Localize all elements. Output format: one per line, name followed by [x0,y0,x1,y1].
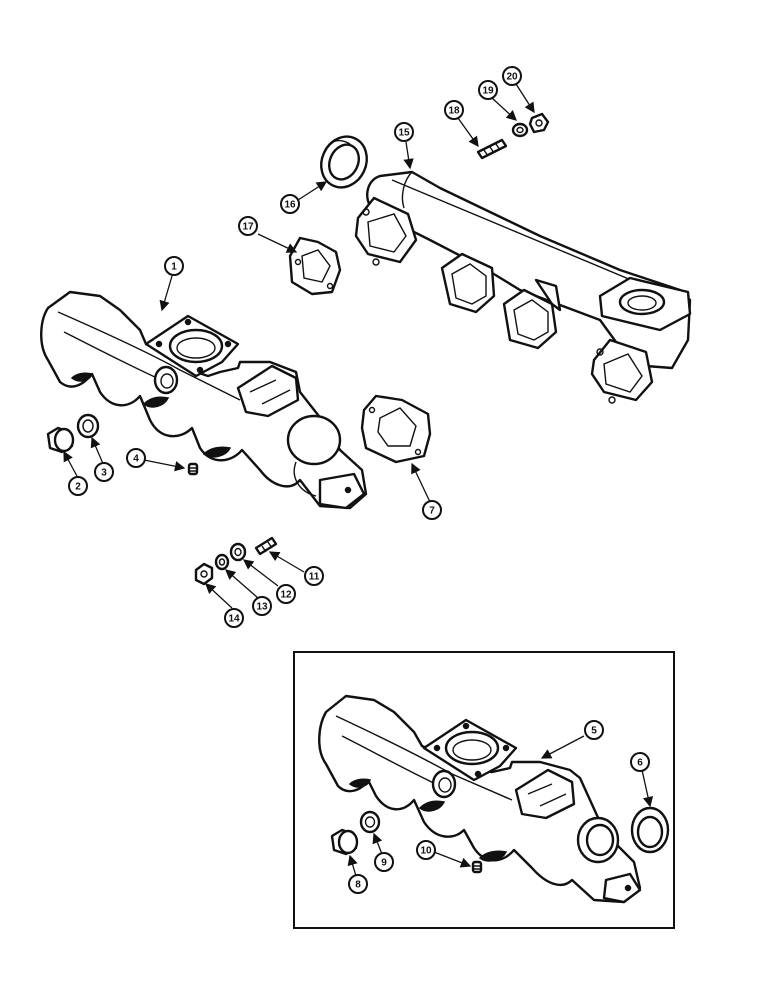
nut-14 [194,562,214,586]
callout-label: 5 [591,726,597,737]
stud-18 [476,138,508,160]
callout-label: 16 [284,200,296,211]
callout-6: 6 [630,752,650,772]
lock-washer-13 [214,553,230,571]
washer-12 [229,542,247,562]
callout-18: 18 [444,100,464,120]
callout-label: 10 [420,846,432,857]
gasket-7 [360,394,432,464]
callout-8: 8 [348,874,368,894]
callout-label: 15 [398,128,410,139]
washer-9 [359,810,381,834]
callout-3: 3 [94,462,114,482]
callout-1: 1 [164,256,184,276]
callout-16: 16 [280,194,300,214]
callout-14: 14 [224,608,244,628]
leader-lines [63,83,654,877]
callout-label: 6 [637,758,643,769]
callout-label: 14 [228,614,240,625]
washer-3 [76,413,100,439]
callout-label: 20 [506,72,518,83]
callout-17: 17 [238,216,258,236]
seal-ring-6 [630,806,670,854]
callout-label: 19 [482,86,494,97]
callout-label: 2 [75,482,81,493]
callout-label: 11 [309,572,320,583]
callout-11: 11 [304,566,324,586]
inset-frame [293,651,675,929]
pipe-plug-10 [471,860,483,874]
plug-2 [46,426,75,454]
callout-19: 19 [478,80,498,100]
seal-ring-16 [320,135,368,189]
plug-8 [330,828,359,856]
callout-label: 1 [171,262,177,273]
exhaust-manifold-5 [318,694,642,904]
callout-7: 7 [422,500,442,520]
callout-label: 12 [280,590,292,601]
callout-label: 4 [133,454,139,465]
callout-label: 13 [256,602,268,613]
callout-20: 20 [502,66,522,86]
callout-9: 9 [374,852,394,872]
callout-4: 4 [126,448,146,468]
callout-15: 15 [394,122,414,142]
pipe-plug-4 [187,462,199,476]
callout-label: 17 [242,222,254,233]
callout-10: 10 [416,840,436,860]
callout-label: 3 [101,468,107,479]
stud-11 [254,536,278,556]
callout-13: 13 [252,596,272,616]
exhaust-manifold-15 [354,170,692,404]
callout-5: 5 [584,720,604,740]
callout-label: 8 [355,880,361,891]
nut-20 [528,112,550,134]
callout-2: 2 [68,476,88,496]
callout-label: 9 [381,858,387,869]
callout-label: 7 [429,506,435,517]
washer-19 [511,122,529,138]
exhaust-manifold-1 [40,290,368,510]
callout-12: 12 [276,584,296,604]
gasket-17 [288,236,342,296]
callout-label: 18 [448,106,460,117]
